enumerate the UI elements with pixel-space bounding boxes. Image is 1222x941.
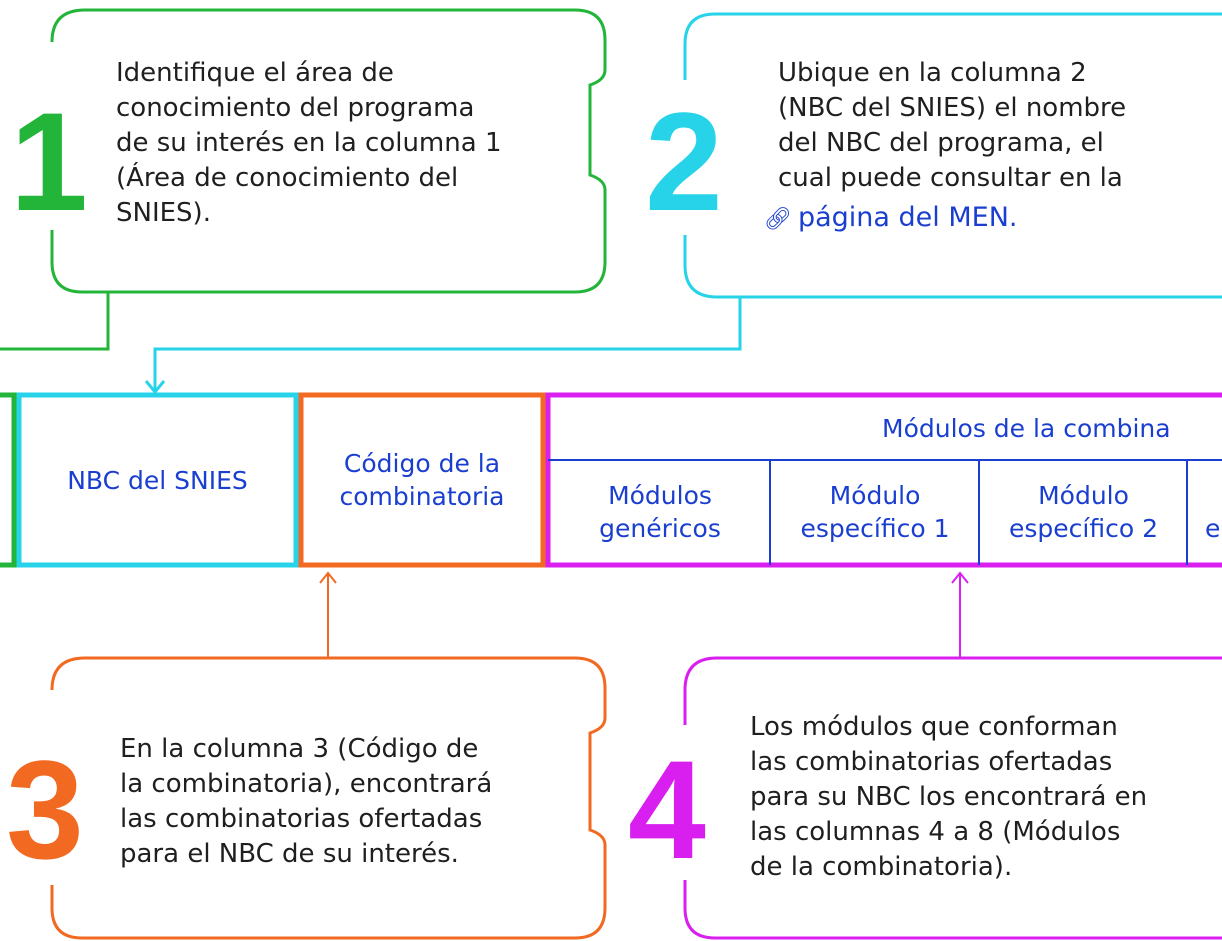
nbc-cell-border — [16, 392, 299, 568]
step-2-text: Ubique en la columna 2 (NBC del SNIES) e… — [764, 56, 1218, 237]
step-1-number: 1 — [10, 83, 88, 240]
connector-2 — [153, 297, 742, 392]
step-3-box — [50, 656, 607, 940]
step-4-line: las columnas 4 a 8 (Módulos — [750, 817, 1121, 847]
step-2-line: (NBC del SNIES) el nombre — [778, 93, 1127, 123]
step-1-line: (Área de conocimiento del — [116, 163, 459, 193]
step-1-text: Identifique el área de conocimiento del … — [116, 56, 596, 231]
step-1-line: Identifique el área de — [116, 58, 394, 88]
codigo-header-line: combinatoria — [339, 482, 505, 511]
modulo-especifico-2-header: Módulo específico 2 — [981, 462, 1186, 562]
step-4-number: 4 — [628, 731, 706, 888]
nbc-header-label: NBC del SNIES — [67, 465, 248, 495]
step-1-line: de su interés en la columna 1 — [116, 128, 502, 158]
step-2-box — [683, 12, 1222, 299]
step-2-number: 2 — [645, 83, 723, 240]
step-3-line: para el NBC de su interés. — [120, 839, 459, 869]
step-2-line: del NBC del programa, el — [778, 128, 1104, 158]
step-3-line: En la columna 3 (Código de — [120, 734, 479, 764]
modulos-cell-border — [545, 392, 1222, 568]
step-1-line: SNIES). — [116, 198, 211, 228]
step-4-box — [683, 656, 1222, 940]
subheader-line: e — [1205, 514, 1221, 543]
green-cell-border — [0, 392, 17, 568]
subheader-line: específico 2 — [1009, 514, 1158, 543]
step-3-line: la combinatoria), encontrará — [120, 769, 493, 799]
modulo-especifico-n-header: e — [1189, 462, 1222, 562]
step-4-text: Los módulos que conforman las combinator… — [750, 710, 1220, 885]
men-page-link-text[interactable]: página del MEN. — [797, 202, 1018, 233]
step-1-line: conocimiento del programa — [116, 93, 475, 123]
step-4-line: de la combinatoria). — [750, 852, 1013, 882]
step-3-line: las combinatorias ofertadas — [120, 804, 483, 834]
modulos-header-label: Módulos de la combina — [882, 413, 1171, 443]
step-1-box — [50, 8, 607, 294]
step-4-line: para su NBC los encontrará en — [750, 782, 1148, 812]
connector-1 — [0, 292, 110, 351]
step-4-line: Los módulos que conforman — [750, 712, 1118, 742]
men-page-link[interactable]: 🔗︎página del MEN. — [764, 200, 1218, 237]
link-icon: 🔗︎ — [764, 207, 792, 232]
subheader-line: Módulo — [1038, 481, 1129, 510]
connector-4-arrowhead — [951, 571, 969, 584]
modulo-especifico-1-header: Módulo específico 1 — [772, 462, 978, 562]
codigo-header: Código de la combinatoria — [304, 398, 540, 562]
subheader-line: Módulo — [829, 481, 921, 510]
step-3-text: En la columna 3 (Código de la combinator… — [120, 732, 590, 872]
step-4-line: las combinatorias ofertadas — [750, 747, 1113, 777]
nbc-header: NBC del SNIES — [22, 398, 293, 562]
step-2-line: cual puede consultar en la — [778, 163, 1123, 193]
subheader-line: Módulos — [608, 481, 712, 510]
step-3-number: 3 — [6, 731, 84, 888]
codigo-header-line: Código de la — [343, 449, 501, 478]
connector-2-arrowhead — [144, 380, 166, 395]
modulos-header: Módulos de la combina — [551, 398, 1222, 458]
step-2-line: Ubique en la columna 2 — [778, 58, 1087, 88]
subheader-line: genéricos — [599, 514, 721, 543]
modulos-genericos-header: Módulos genéricos — [551, 462, 769, 562]
subheader-line: específico 1 — [800, 514, 950, 543]
codigo-cell-border — [298, 392, 546, 568]
connector-3-arrowhead — [319, 571, 337, 584]
